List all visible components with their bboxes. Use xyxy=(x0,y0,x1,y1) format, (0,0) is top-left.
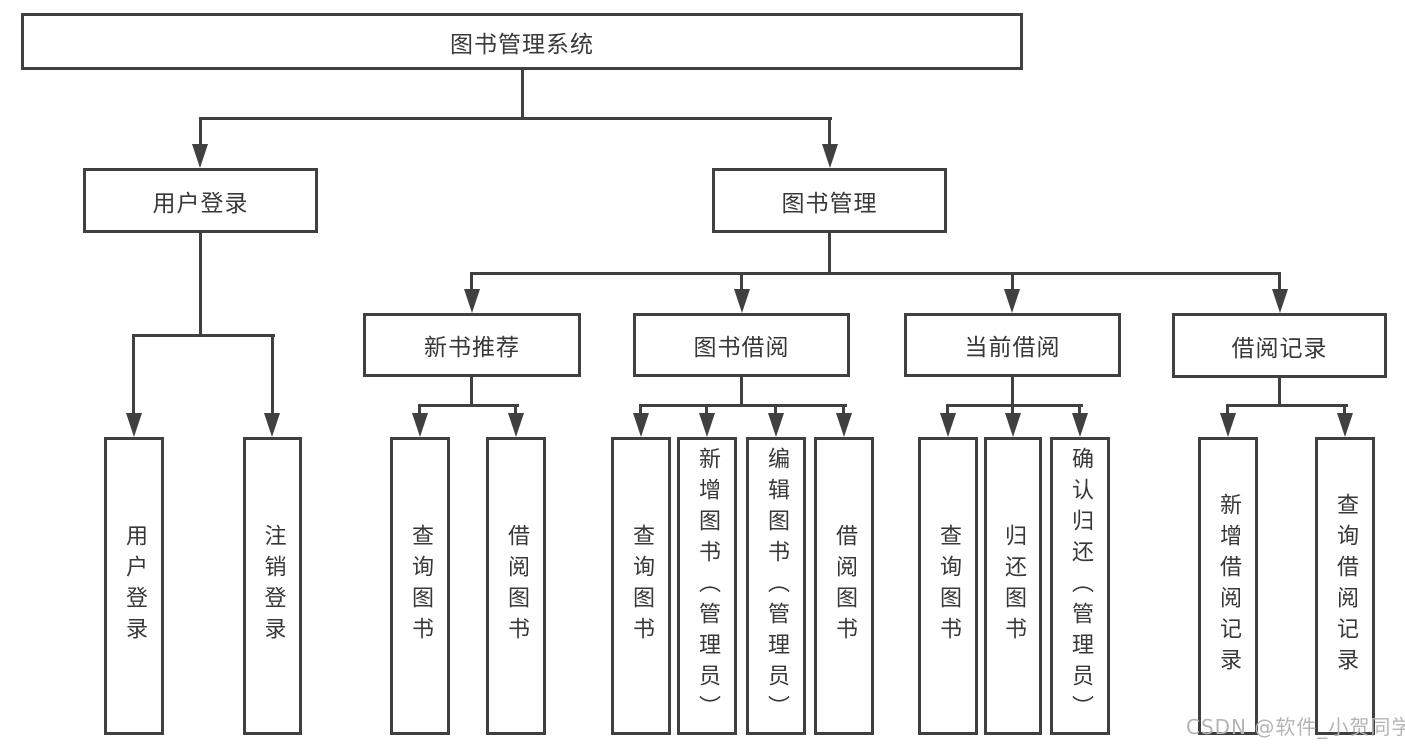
connector-line xyxy=(199,232,202,335)
arrow-down xyxy=(412,413,428,437)
leaf-user-login: 用户登录 xyxy=(104,437,164,735)
connector-line xyxy=(828,233,831,274)
leaf-query-book-1: 查询图书 xyxy=(390,437,450,735)
connector-line xyxy=(470,272,473,289)
connector-line xyxy=(1228,404,1348,407)
leaf-label: 归还图书 xyxy=(1001,524,1026,648)
arrow-down xyxy=(822,144,838,168)
leaf-label: 确认归还（管理员） xyxy=(1068,446,1093,726)
leaf-label: 借阅图书 xyxy=(832,524,857,648)
arrow-down xyxy=(508,413,524,437)
connector-line xyxy=(1226,404,1229,414)
leaf-query-book-2: 查询图书 xyxy=(611,437,671,735)
leaf-return-book: 归还图书 xyxy=(984,437,1042,735)
connector-line xyxy=(948,404,1083,407)
arrow-down xyxy=(633,413,649,437)
connector-line xyxy=(418,404,421,414)
leaf-label: 查询借阅记录 xyxy=(1333,493,1358,679)
arrow-down xyxy=(1272,289,1288,313)
connector-line xyxy=(470,377,473,407)
leaf-confirm-return-admin: 确认归还（管理员） xyxy=(1050,437,1110,735)
node-new-book-recommend: 新书推荐 xyxy=(363,313,581,377)
connector-line xyxy=(132,334,135,413)
node-root: 图书管理系统 xyxy=(21,13,1023,70)
arrow-down xyxy=(192,144,208,168)
connector-line xyxy=(521,69,524,119)
connector-line xyxy=(271,334,274,413)
connector-line xyxy=(842,404,845,414)
connector-line xyxy=(1278,272,1281,289)
connector-line xyxy=(705,404,708,414)
connector-line xyxy=(828,117,831,148)
connector-line xyxy=(774,404,777,414)
connector-line xyxy=(199,117,202,148)
arrow-down xyxy=(1005,413,1021,437)
leaf-borrow-book-2: 借阅图书 xyxy=(814,437,874,735)
connector-line xyxy=(641,404,847,407)
csdn-watermark: CSDN @软件_小贺同学 xyxy=(1186,715,1405,739)
leaf-label: 新增图书（管理员） xyxy=(695,446,720,726)
arrow-down xyxy=(1220,413,1236,437)
arrow-down xyxy=(264,413,280,437)
leaf-label: 用户登录 xyxy=(122,524,147,648)
leaf-label: 编辑图书（管理员） xyxy=(764,446,789,726)
leaf-label: 借阅图书 xyxy=(504,524,529,648)
arrow-down xyxy=(768,413,784,437)
arrow-down xyxy=(734,289,750,313)
leaf-label: 查询图书 xyxy=(629,524,654,648)
connector-line xyxy=(514,404,517,414)
leaf-add-book-admin: 新增图书（管理员） xyxy=(677,437,737,735)
connector-line xyxy=(946,404,949,414)
connector-line xyxy=(1078,404,1081,414)
node-book-management: 图书管理 xyxy=(712,168,947,233)
leaf-label: 新增借阅记录 xyxy=(1216,493,1241,679)
connector-line xyxy=(420,404,519,407)
connector-line xyxy=(740,377,743,407)
connector-line xyxy=(1278,378,1281,407)
arrow-down xyxy=(1072,413,1088,437)
leaf-query-book-3: 查询图书 xyxy=(918,437,978,735)
leaf-label: 查询图书 xyxy=(408,524,433,648)
leaf-borrow-book-1: 借阅图书 xyxy=(486,437,546,735)
leaf-logout: 注销登录 xyxy=(243,437,302,735)
leaf-label: 查询图书 xyxy=(936,524,961,648)
leaf-query-borrow-record: 查询借阅记录 xyxy=(1315,437,1375,735)
arrow-down xyxy=(836,413,852,437)
node-user-login: 用户登录 xyxy=(83,168,318,233)
connector-line xyxy=(1011,377,1014,407)
arrow-down xyxy=(1337,413,1353,437)
leaf-add-borrow-record: 新增借阅记录 xyxy=(1198,437,1258,735)
node-current-borrow: 当前借阅 xyxy=(904,313,1121,377)
connector-line xyxy=(639,404,642,414)
connector-line xyxy=(472,272,1281,275)
node-borrow-record: 借阅记录 xyxy=(1172,313,1387,378)
node-book-borrow: 图书借阅 xyxy=(633,313,850,377)
arrow-down xyxy=(1004,289,1020,313)
arrow-down xyxy=(464,289,480,313)
connector-line xyxy=(740,272,743,289)
arrow-down xyxy=(699,413,715,437)
connector-line xyxy=(1343,404,1346,414)
connector-line xyxy=(1011,404,1014,414)
connector-line xyxy=(1011,272,1014,289)
arrow-down xyxy=(940,413,956,437)
arrow-down xyxy=(126,413,142,437)
leaf-edit-book-admin: 编辑图书（管理员） xyxy=(746,437,806,735)
connector-line xyxy=(199,117,832,120)
connector-line xyxy=(133,334,275,337)
leaf-label: 注销登录 xyxy=(260,524,286,648)
